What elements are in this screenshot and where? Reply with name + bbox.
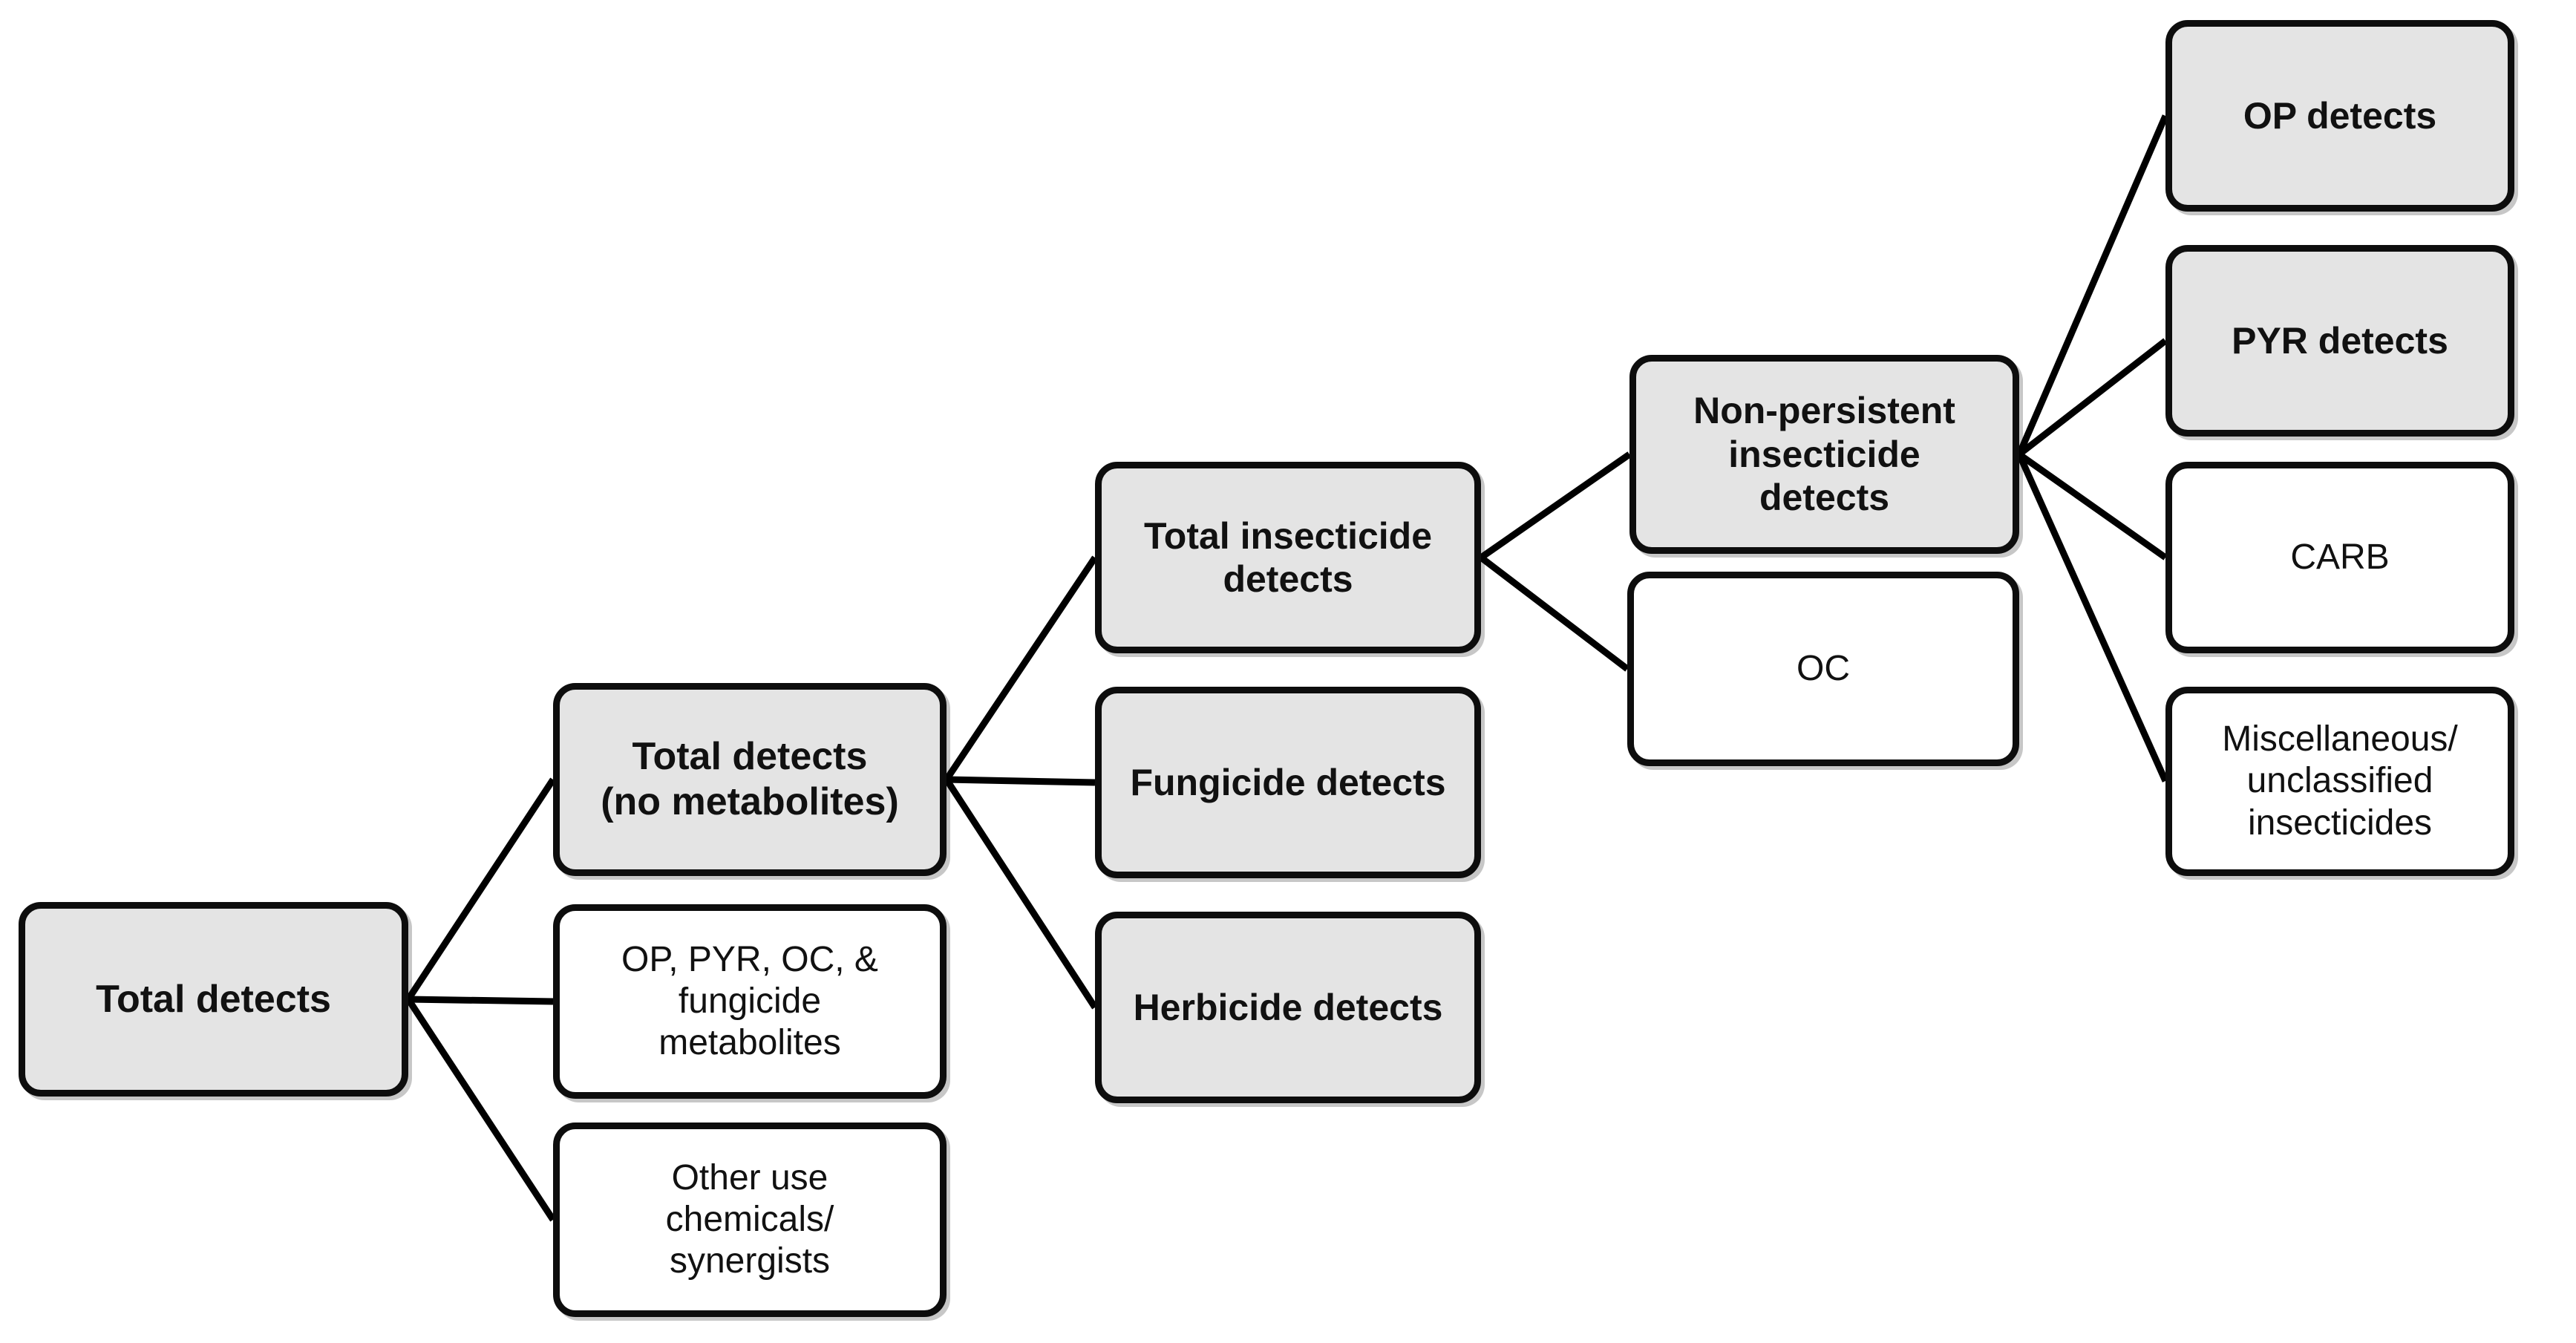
edge-nonpersist-to-pyr <box>2017 338 2168 457</box>
node-total-detects[interactable]: Total detects <box>19 902 408 1097</box>
edge-nometab-to-fungicide <box>946 776 1096 786</box>
node-miscellaneous-unclassified-insecticides[interactable]: Miscellaneous/ unclassified insecticides <box>2165 687 2514 876</box>
node-label-other-use-chemicals-synergists: Other use chemicals/ synergists <box>665 1157 834 1281</box>
edge-nonpersist-to-op <box>2016 114 2169 456</box>
node-label-fungicide-detects: Fungicide detects <box>1130 761 1446 803</box>
edge-insect-to-nonpersist <box>1479 451 1632 561</box>
node-carb[interactable]: CARB <box>2165 462 2514 653</box>
edge-nometab-to-herbicide <box>944 777 1098 1010</box>
node-label-total-detects-no-metabolites: Total detects (no metabolites) <box>601 735 899 823</box>
node-non-persistent-insecticide-detects[interactable]: Non-persistent insecticide detects <box>1629 355 2019 554</box>
node-op-pyr-oc-fungicide-metabolites[interactable]: OP, PYR, OC, & fungicide metabolites <box>553 904 947 1099</box>
edge-nometab-to-insect <box>944 555 1098 782</box>
node-op-detects[interactable]: OP detects <box>2165 20 2514 212</box>
node-oc[interactable]: OC <box>1627 572 2019 766</box>
connectors-group <box>405 114 2169 1222</box>
node-label-miscellaneous-unclassified-insecticides: Miscellaneous/ unclassified insecticides <box>2222 719 2458 843</box>
edge-total-to-metabolites <box>408 996 554 1005</box>
node-label-non-persistent-insecticide-detects: Non-persistent insecticide detects <box>1693 390 1955 519</box>
edge-total-to-nometab <box>405 777 556 1001</box>
node-label-total-insecticide-detects: Total insecticide detects <box>1143 514 1433 601</box>
edge-insect-to-oc <box>1479 555 1629 672</box>
node-label-pyr-detects: PYR detects <box>2232 319 2448 362</box>
node-label-op-pyr-oc-fungicide-metabolites: OP, PYR, OC, & fungicide metabolites <box>621 939 878 1063</box>
node-other-use-chemicals-synergists[interactable]: Other use chemicals/ synergists <box>553 1123 947 1317</box>
edge-nonpersist-to-misc <box>2016 453 2169 782</box>
node-label-carb: CARB <box>2290 537 2390 577</box>
node-label-oc: OC <box>1797 648 1850 688</box>
node-herbicide-detects[interactable]: Herbicide detects <box>1095 912 1481 1103</box>
node-label-herbicide-detects: Herbicide detects <box>1133 986 1443 1028</box>
edge-nonpersist-to-carb <box>2017 451 2168 561</box>
node-total-insecticide-detects[interactable]: Total insecticide detects <box>1095 462 1481 653</box>
node-label-total-detects: Total detects <box>96 977 331 1021</box>
node-total-detects-no-metabolites[interactable]: Total detects (no metabolites) <box>553 683 947 876</box>
node-fungicide-detects[interactable]: Fungicide detects <box>1095 687 1481 878</box>
node-pyr-detects[interactable]: PYR detects <box>2165 245 2514 437</box>
edge-total-to-otheruse <box>405 997 556 1222</box>
node-label-op-detects: OP detects <box>2243 94 2437 137</box>
